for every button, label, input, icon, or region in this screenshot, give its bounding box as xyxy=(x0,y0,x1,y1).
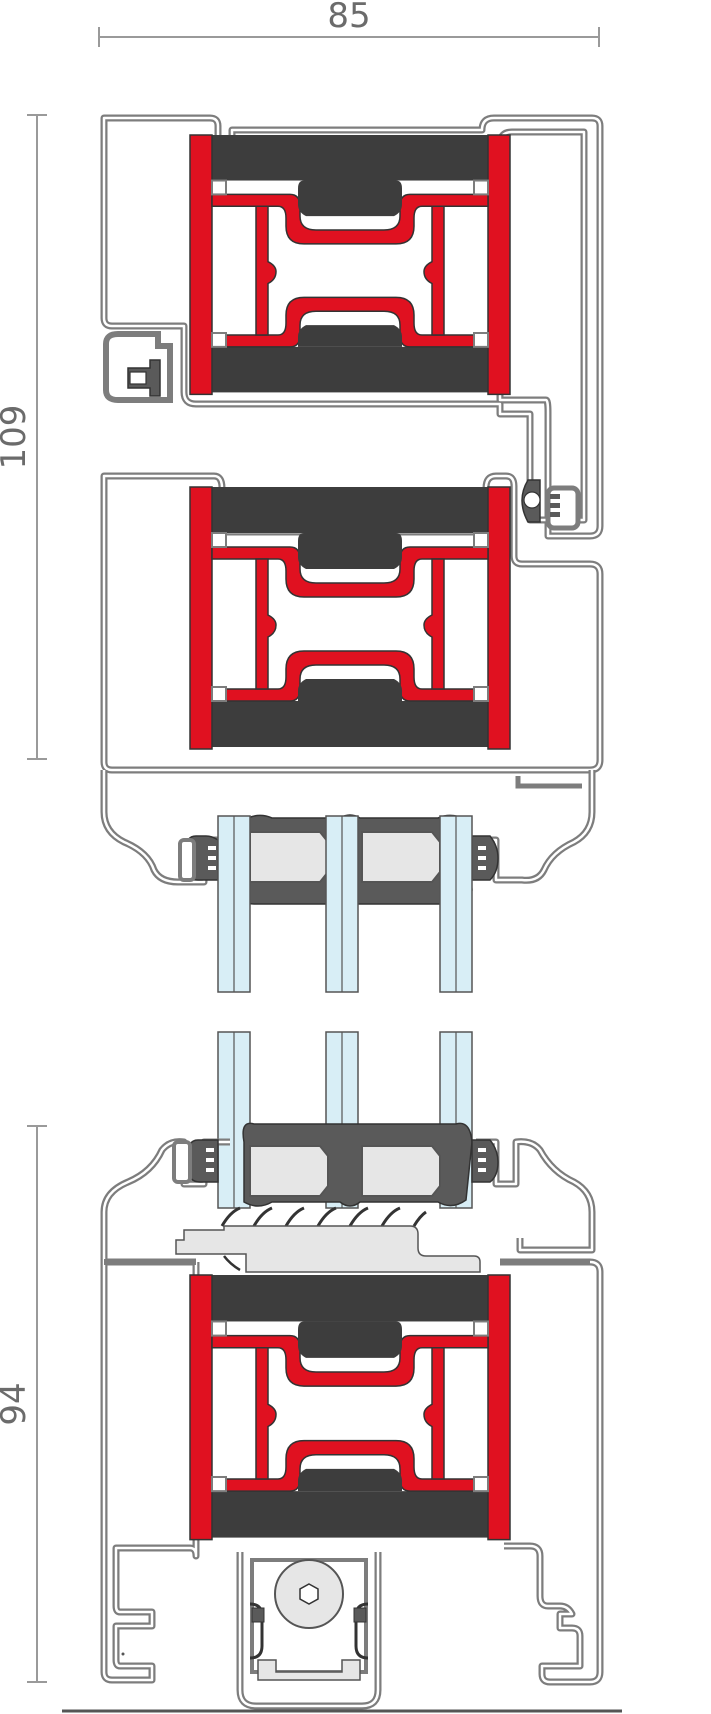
lower-spacer-1 xyxy=(249,1145,329,1197)
drainage-fins xyxy=(220,1206,427,1227)
reference-dot xyxy=(121,1652,125,1656)
head-gasket-right xyxy=(521,479,581,531)
upper-spacer-2 xyxy=(361,831,441,883)
upper-glass-pane-2 xyxy=(325,815,359,993)
sill-insert xyxy=(175,1225,481,1273)
upper-glass-pane-1 xyxy=(217,815,251,993)
upper-glass-gasket-left xyxy=(178,835,219,882)
upper-glass-gasket-right xyxy=(471,835,499,881)
lower-height-dimension: 94 xyxy=(0,1125,47,1683)
lower-height-dimension-label: 94 xyxy=(0,1382,34,1425)
width-dimension-label: 85 xyxy=(327,0,370,36)
sill-thermal-break xyxy=(188,1273,512,1541)
upper-height-dimension: 109 xyxy=(0,114,47,760)
width-dimension: 85 xyxy=(98,0,600,47)
upper-height-dimension-label: 109 xyxy=(0,405,34,470)
lower-spacer-2 xyxy=(361,1145,441,1197)
upper-spacer-1 xyxy=(249,831,329,883)
lower-glass-gasket-left xyxy=(172,1139,219,1184)
sill-frame-profile xyxy=(100,1258,604,1686)
upper-glazing-channel xyxy=(100,770,596,886)
roller-housing xyxy=(236,1552,382,1710)
upper-glass-pane-3 xyxy=(439,815,473,993)
lower-glass-gasket-right xyxy=(471,1139,499,1183)
head-gasket-left xyxy=(103,331,173,403)
